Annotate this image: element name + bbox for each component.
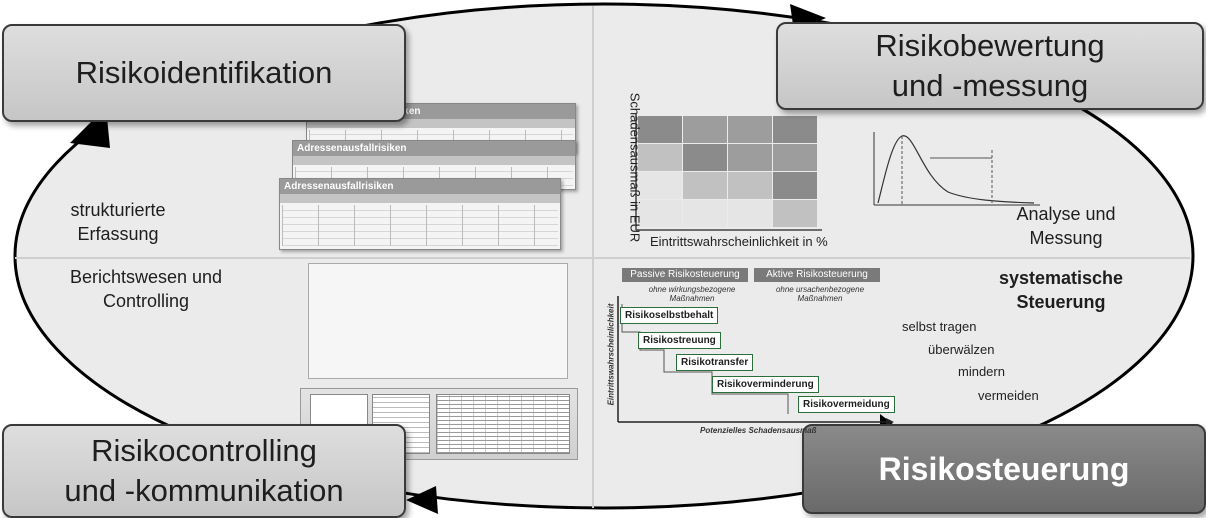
matrix-cell	[728, 172, 772, 199]
card-title: Adressenausfallrisiken	[280, 179, 560, 194]
passive-steering-banner: Passive Risikosteuerung	[622, 268, 748, 282]
steering-x-label: Potenzielles Schadensausmaß	[700, 426, 817, 435]
risk-steering-label: Risikosteuerung	[878, 451, 1130, 487]
matrix-cell	[683, 144, 727, 171]
verb-reduce: mindern	[958, 364, 1005, 379]
step-reduction: Risikoverminderung	[712, 376, 819, 393]
matrix-cell	[773, 116, 817, 143]
passive-steering-note: ohne wirkungsbezogene Maßnahmen	[648, 285, 736, 303]
risk-steering-box[interactable]: Risikosteuerung	[802, 424, 1206, 514]
matrix-cell	[728, 144, 772, 171]
dashboard-panel	[308, 263, 568, 379]
step-diversification: Risikostreuung	[638, 332, 721, 349]
step-avoidance: Risikovermeidung	[798, 396, 895, 413]
risk-controlling-line2: und -kommunikation	[64, 473, 344, 508]
matrix-cell	[683, 200, 727, 227]
structured-capture-label: strukturierte Erfassung	[70, 200, 166, 244]
matrix-cell	[683, 172, 727, 199]
systematic-steering-label: systematische Steuerung	[998, 268, 1124, 312]
matrix-cell	[773, 172, 817, 199]
risk-identification-box[interactable]: Risikoidentifikation	[2, 24, 406, 122]
matrix-cell	[728, 116, 772, 143]
matrix-cell	[638, 116, 682, 143]
risk-controlling-box[interactable]: Risikocontrolling und -kommunikation	[2, 424, 406, 518]
risk-assessment-line1: Risikobewertung	[875, 28, 1105, 63]
loss-density-curve	[877, 135, 1035, 204]
verb-transfer: überwälzen	[928, 342, 995, 357]
risk-matrix	[638, 116, 817, 227]
risk-controlling-line1: Risikocontrolling	[91, 433, 317, 468]
reporting-label: Berichtswesen und Controlling	[69, 267, 223, 311]
risk-assessment-line2: und -messung	[891, 68, 1089, 103]
arrow-bottom-left-icon	[406, 486, 438, 514]
matrix-cell	[728, 200, 772, 227]
card-title: Adressenausfallrisiken	[293, 141, 575, 156]
loss-distribution-chart	[873, 132, 1040, 206]
steering-staircase	[621, 304, 789, 414]
risk-identification-label: Risikoidentifikation	[75, 55, 333, 90]
matrix-cell	[638, 144, 682, 171]
active-steering-note: ohne ursachenbezogene Maßnahmen	[775, 285, 865, 303]
verb-self-bear: selbst tragen	[902, 319, 977, 334]
risk-assessment-box[interactable]: Risikobewertung und -messung	[776, 22, 1204, 110]
matrix-cell	[773, 144, 817, 171]
risk-register-card-front: Adressenausfallrisiken	[279, 178, 561, 250]
matrix-cell	[683, 116, 727, 143]
active-steering-banner: Aktive Risikosteuerung	[754, 268, 880, 282]
matrix-cell	[773, 200, 817, 227]
report-table-2	[436, 394, 570, 454]
step-self-retention: Risikoselbstbehalt	[620, 307, 719, 324]
matrix-cell	[638, 172, 682, 199]
matrix-cell	[638, 200, 682, 227]
matrix-x-label: Eintrittswahrscheinlichkeit in %	[650, 234, 828, 249]
step-transfer: Risikotransfer	[676, 354, 754, 371]
analysis-label: Analyse und Messung	[1016, 204, 1116, 248]
matrix-y-label: Schadensausmaß in EUR	[627, 92, 643, 243]
verb-avoid: vermeiden	[978, 388, 1039, 403]
steering-y-label: Eintrittswahrscheinlichkeit	[606, 303, 616, 406]
